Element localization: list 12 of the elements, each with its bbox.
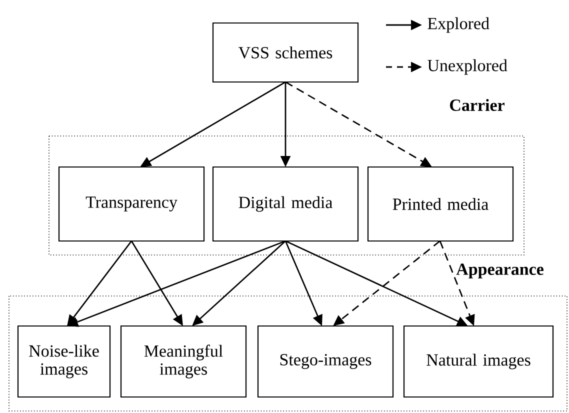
- box: Natural images: [403, 325, 554, 398]
- box: Printed media: [367, 166, 514, 242]
- box: Meaningful images: [120, 325, 247, 398]
- node-label: Appearance: [456, 264, 544, 278]
- box: Transparency: [58, 166, 205, 242]
- box: Noise-like images: [17, 325, 111, 398]
- box: Stego-images: [257, 325, 394, 398]
- legend-label: Explored: [428, 17, 490, 33]
- legend-label: Unexplored: [428, 59, 508, 75]
- box: Digital media: [212, 166, 359, 242]
- node-label: Carrier: [450, 99, 504, 111]
- box: VSS schemes: [212, 22, 359, 83]
